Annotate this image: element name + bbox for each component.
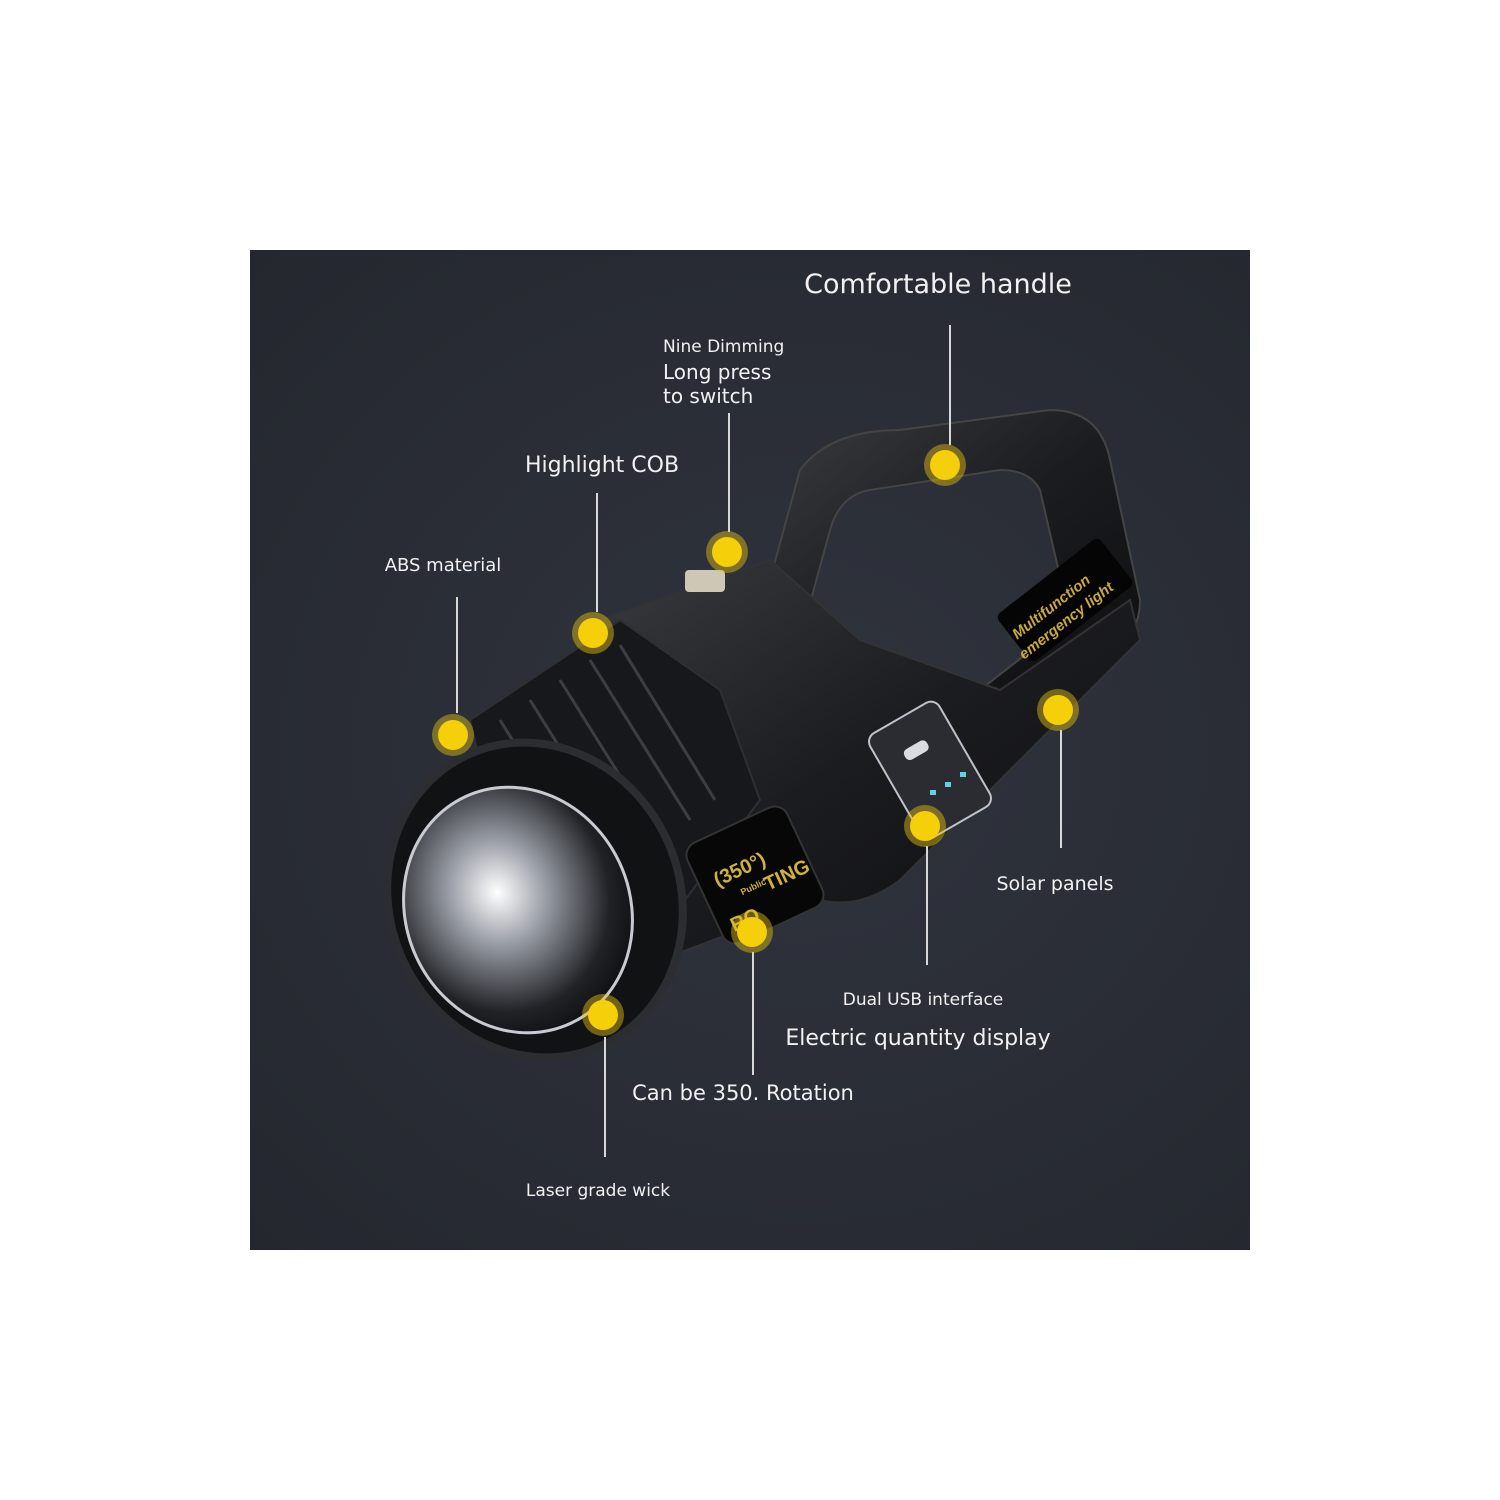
label-to-switch: to switch [663, 384, 754, 408]
label-comfortable-handle: Comfortable handle [804, 269, 1072, 300]
leader-line-cob [596, 493, 598, 612]
leader-line-abs [456, 597, 458, 713]
leader-line-solar [1060, 730, 1062, 848]
label-highlight-cob: Highlight COB [524, 453, 680, 478]
marker-rotation [737, 917, 767, 947]
marker-wick [588, 1000, 618, 1030]
reflector [402, 785, 634, 1035]
label-abs-material: ABS material [384, 555, 502, 576]
marker-dimming [712, 537, 742, 567]
leader-line-rotation [752, 952, 754, 1075]
marker-solar [1043, 695, 1073, 725]
leader-line-usb [926, 846, 928, 965]
marker-cob [578, 618, 608, 648]
leader-line-wick [604, 1037, 606, 1157]
leader-line-handle [949, 325, 951, 445]
label-laser-wick: Laser grade wick [525, 1181, 671, 1201]
leader-line-dimming [728, 413, 730, 532]
label-solar-panels: Solar panels [996, 873, 1114, 895]
marker-handle [930, 450, 960, 480]
label-electric-quantity: Electric quantity display [785, 1026, 1051, 1051]
label-nine-dimming: Nine Dimming [663, 337, 785, 357]
label-dual-usb: Dual USB interface [842, 990, 1004, 1010]
marker-abs [438, 720, 468, 750]
marker-usb [910, 811, 940, 841]
label-long-press: Long press [663, 360, 772, 384]
label-rotation: Can be 350. Rotation [632, 1081, 854, 1105]
